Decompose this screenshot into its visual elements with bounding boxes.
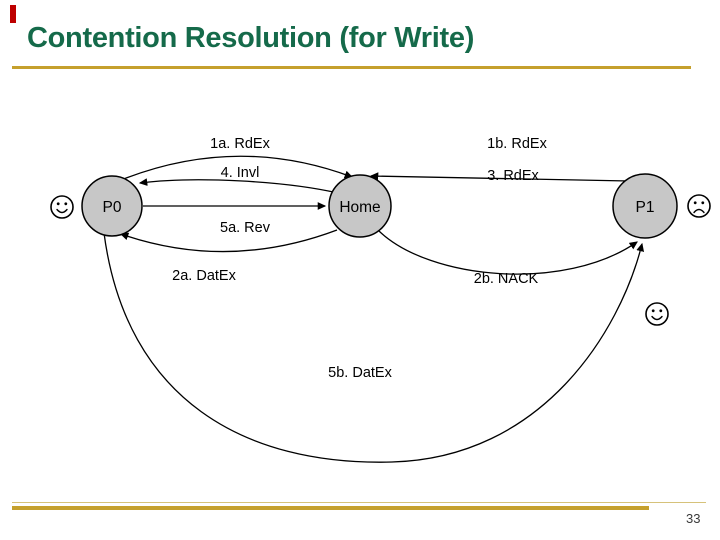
footer-line-thin <box>12 502 706 503</box>
sad-face-icon <box>687 194 711 218</box>
happy-face-icon <box>645 302 669 326</box>
edge-label-2b: 2b. NACK <box>474 271 539 287</box>
edge-5b-datex <box>103 232 645 463</box>
edge-label-5b: 5b. DatEx <box>328 365 392 381</box>
edge-3-rdex <box>369 172 630 182</box>
node-p0 <box>81 175 143 237</box>
page-number: 33 <box>686 511 701 526</box>
node-home <box>328 174 392 238</box>
title-underline <box>12 66 691 69</box>
red-accent-bar <box>10 5 16 23</box>
node-p1-label: P1 <box>636 199 655 216</box>
edge-1a-rdex <box>120 155 354 181</box>
edge-label-2a: 2a. DatEx <box>172 268 236 284</box>
node-home-label: Home <box>339 199 380 216</box>
slide-title: Contention Resolution (for Write) <box>27 22 475 54</box>
node-p1 <box>612 173 678 239</box>
edge-label-1b: 1b. RdEx <box>487 136 547 152</box>
edge-2a-datex <box>119 229 338 253</box>
edge-label-5a: 5a. Rev <box>220 220 271 236</box>
edge-label-4: 4. Invl <box>221 165 260 181</box>
edge-label-1a: 1a. RdEx <box>210 136 270 152</box>
happy-face-icon <box>50 195 74 219</box>
edge-2b-nack <box>378 230 638 275</box>
node-p0-label: P0 <box>103 199 122 216</box>
edge-label-3: 3. RdEx <box>487 168 539 184</box>
edge-4-invl <box>138 178 339 194</box>
footer-line-thick <box>12 506 649 510</box>
